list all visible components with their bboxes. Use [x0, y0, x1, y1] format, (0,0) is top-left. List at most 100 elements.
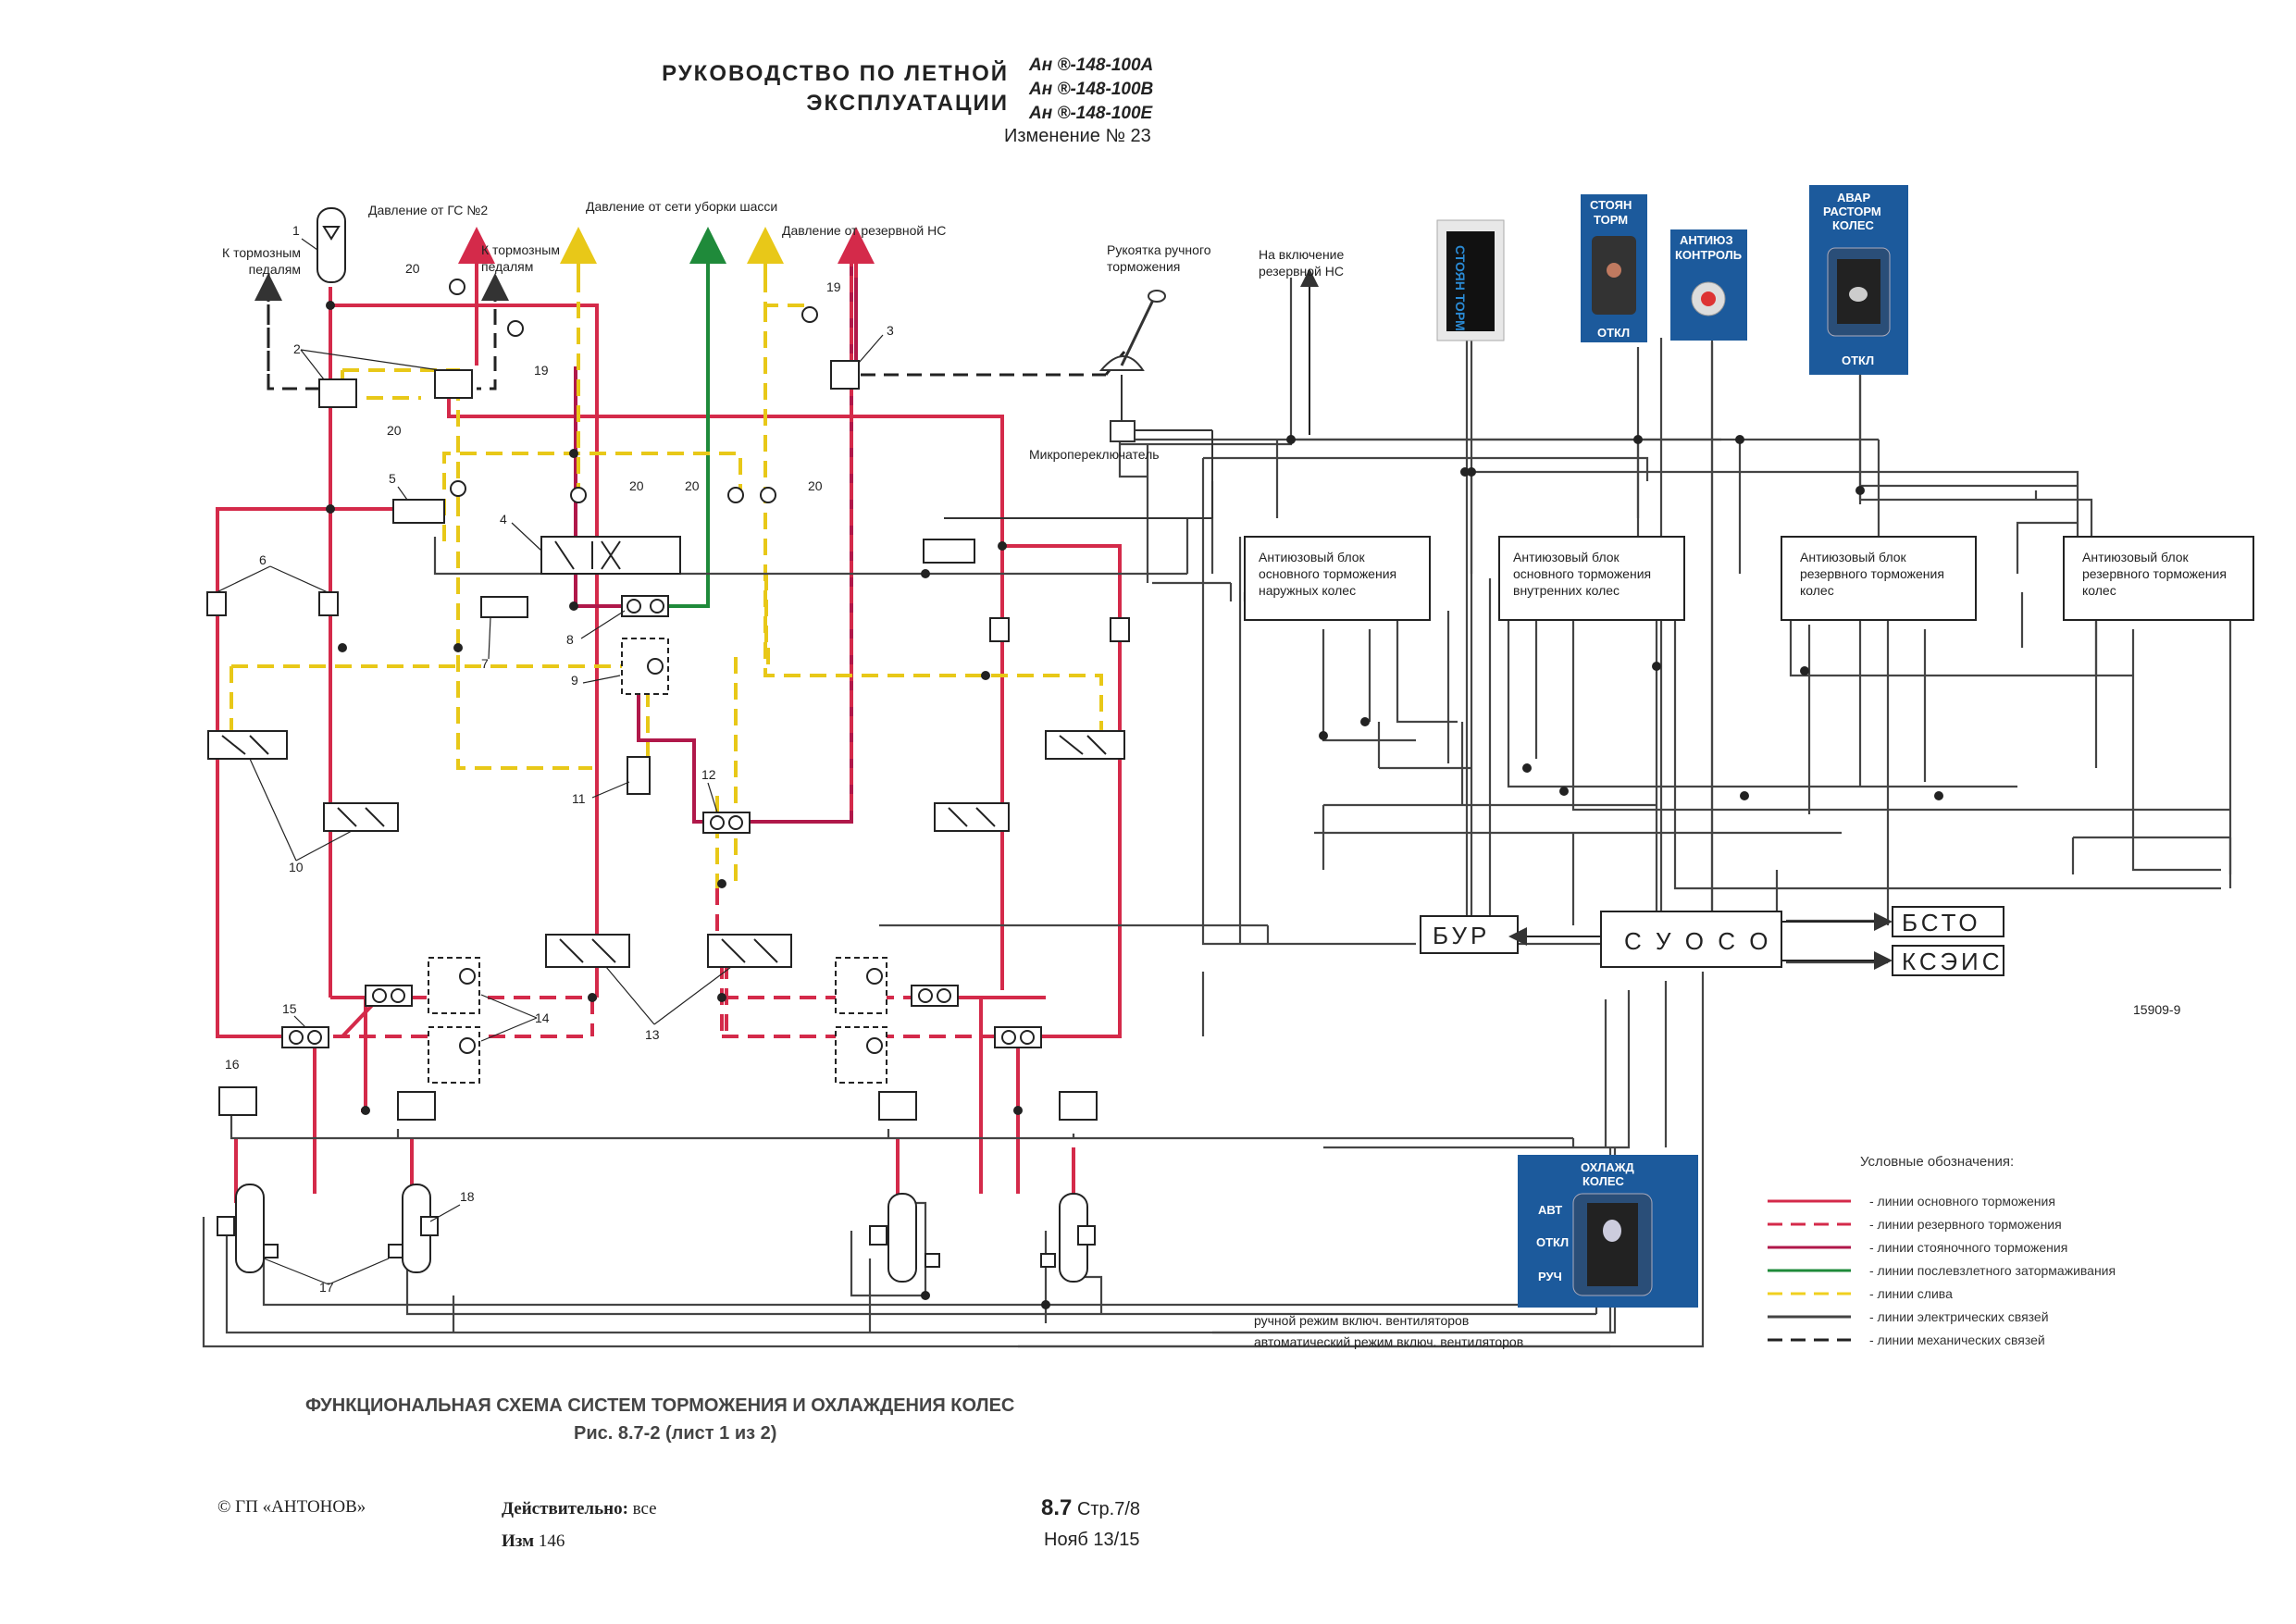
callout-numbers: 1 2 3 4 5 6 7 8 9 10 11 12 13 14 15 16 1… — [225, 223, 894, 1295]
footer-valid-label: Действительно: — [502, 1499, 628, 1519]
footer-izm-value: 146 — [538, 1531, 565, 1551]
callout-1: 1 — [292, 223, 300, 238]
valve-13b — [707, 934, 792, 968]
callout-16: 16 — [225, 1057, 240, 1072]
callout-12: 12 — [701, 767, 716, 782]
restrictor-right-b — [1110, 617, 1130, 642]
antiskid-block-3 — [1781, 536, 1977, 621]
kseis-label: КСЭИС — [1902, 948, 2004, 975]
suoso-block — [1600, 911, 1782, 968]
restrictor-14a — [428, 957, 480, 1014]
park-sign-text: СТОЯН ТОРМ — [1453, 245, 1468, 331]
park-brake-off: ОТКЛ — [1597, 326, 1630, 340]
suoso-label: С У О С О — [1624, 927, 1771, 955]
footer-page-number: Стр.7/8 — [1076, 1499, 1141, 1519]
pressure-sensor-16c — [878, 1091, 917, 1121]
ab2-l1: Антиюзовый блок — [1513, 550, 1620, 564]
callout-14: 14 — [535, 1010, 550, 1025]
label-to-pedals-right: К тормозным — [481, 242, 560, 257]
after-takeoff-brake-lines — [666, 259, 710, 608]
model-b: Ан ®-148-100В — [1029, 80, 1154, 99]
brake-valve-left — [318, 378, 357, 408]
check-valve-19b — [801, 306, 818, 323]
callout-20d: 20 — [685, 478, 700, 493]
restrictor-right-a — [989, 617, 1010, 642]
bsto-label: БСТО — [1902, 909, 1981, 936]
cooling-switch-icon[interactable] — [1603, 1220, 1621, 1242]
pressure-sensor-16b — [397, 1091, 436, 1121]
valve-right-top — [923, 539, 975, 564]
callout-6: 6 — [259, 552, 267, 567]
cooling-manual: РУЧ — [1538, 1270, 1562, 1283]
footer-section: 8.7 — [1041, 1495, 1073, 1520]
footer-izm: Изм 146 — [502, 1531, 565, 1552]
brake-valve-right — [434, 369, 473, 399]
callout-18: 18 — [460, 1189, 475, 1204]
callout-5: 5 — [389, 471, 396, 486]
antiskid-blocks — [1244, 536, 2254, 976]
legend-item: - линии механических связей — [1869, 1333, 2045, 1347]
model-e: Ан ®-148-100Е — [1029, 104, 1153, 123]
model-a: Ан ®-148-100А — [1029, 56, 1154, 75]
park-brake-switch-icon[interactable] — [1607, 263, 1621, 278]
check-valve-20d — [727, 487, 744, 503]
accumulator — [316, 207, 346, 283]
legend-item: - линии послевзлетного затормаживания — [1869, 1263, 2116, 1278]
antiskid-block-4 — [2063, 536, 2254, 621]
callout-7: 7 — [481, 656, 489, 671]
callout-8: 8 — [566, 632, 574, 647]
footer-izm-label: Изм — [502, 1531, 535, 1551]
check-valve-19a — [507, 320, 524, 337]
callout-20a: 20 — [405, 261, 420, 276]
label-hand-brake: Рукоятка ручного — [1107, 242, 1211, 257]
restrictor-6a — [206, 591, 227, 616]
valve-7 — [480, 596, 528, 618]
callout-15: 15 — [282, 1001, 297, 1016]
antiskid-l1: АНТИЮЗ — [1680, 233, 1733, 247]
restrictor-14c — [835, 957, 887, 1014]
callout-19a: 19 — [534, 363, 549, 378]
bur-label: БУР — [1433, 922, 1490, 949]
mechanical-lines — [267, 287, 1126, 391]
bsto-block — [1892, 906, 2004, 937]
emergency-switch-icon[interactable] — [1849, 287, 1868, 302]
legend-item: - линии основного торможения — [1869, 1194, 2055, 1209]
legend-item: - линии стояночного торможения — [1869, 1240, 2067, 1255]
legend: Условные обозначения: - линии основного … — [1768, 1154, 2116, 1347]
label-to-reserve-ns: На включение — [1259, 247, 1344, 262]
ab4-l1: Антиюзовый блок — [2082, 550, 2190, 564]
solenoid-valve-right-a — [934, 802, 1010, 832]
electrical-lines — [433, 278, 2232, 948]
label-pressure-reserve: Давление от резервной НС — [782, 223, 946, 238]
solenoid-valve-10b — [323, 802, 399, 832]
diagram-caption: ФУНКЦИОНАЛЬНАЯ СХЕМА СИСТЕМ ТОРМОЖЕНИЯ И… — [305, 1395, 1015, 1416]
cooling-off: ОТКЛ — [1536, 1235, 1569, 1249]
callout-13: 13 — [645, 1027, 660, 1042]
callout-10: 10 — [289, 860, 304, 874]
legend-item: - линии резервного торможения — [1869, 1217, 2062, 1232]
callout-20e: 20 — [808, 478, 823, 493]
label-fan-auto: автоматический режим включ. вентиляторов — [1254, 1334, 1523, 1349]
valve-11 — [627, 756, 651, 795]
hand-brake-lever — [944, 290, 1213, 519]
parking-valve — [830, 360, 860, 390]
antiskid-block-1 — [1244, 536, 1431, 621]
bur-block — [1420, 915, 1519, 954]
footer-page: 8.7 Стр.7/8 — [1041, 1495, 1140, 1521]
label-to-pedals-left: К тормозным — [222, 245, 301, 260]
restrictor-14d — [835, 1026, 887, 1084]
park-sign-panel: СТОЯН ТОРМ — [1436, 219, 1505, 341]
callout-20c: 20 — [629, 478, 644, 493]
callout-19b: 19 — [826, 279, 841, 294]
